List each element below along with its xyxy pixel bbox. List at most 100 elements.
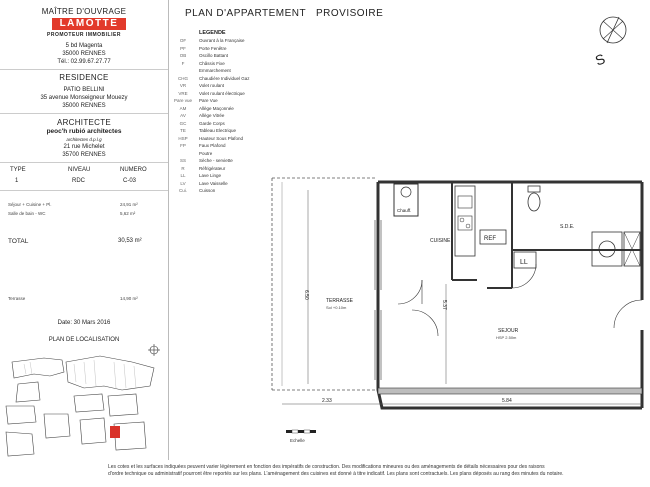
dimension-terrasse-width: 2.33 xyxy=(322,398,332,404)
legend-label: Chaudière Individuel Gaz xyxy=(199,75,250,81)
legend-item: OF Ouvrant à la Française xyxy=(172,38,292,46)
lamotte-logo: LAMOTTE xyxy=(52,18,126,30)
legend-item: OB Oscillo Battant xyxy=(172,53,292,61)
exterior-wall xyxy=(376,182,642,410)
residence-address-1: 35 avenue Monseigneur Mouezy xyxy=(40,95,128,101)
dimension-terrasse-depth: 6.50 xyxy=(303,290,309,300)
legend-code: OB xyxy=(179,53,187,58)
shower-tray xyxy=(623,231,641,267)
legend-code: R xyxy=(181,165,185,171)
floor-plan: Chauff. REF LL CUISINE S.D.E. TERRASSE S… xyxy=(271,177,644,443)
legend-label: Volet roulant électrique xyxy=(199,90,245,96)
scale-bar: Echelle xyxy=(286,429,316,443)
legend-label: Porte Fenêtre xyxy=(199,45,227,51)
legend-code: OF xyxy=(179,38,187,43)
chauffe-eau-cupboard xyxy=(393,183,419,217)
legend-code: AV xyxy=(180,113,186,118)
sink-icon xyxy=(457,195,473,209)
terrasse-label: Terrasse xyxy=(8,296,26,301)
legend-item: VR Volet roulant xyxy=(172,83,292,91)
total-value: 30,53 m² xyxy=(118,238,142,244)
legend-code: LL xyxy=(180,173,186,178)
sejour-hsp: HSP 2.50m xyxy=(496,335,517,340)
legend-label: Poutre xyxy=(199,150,213,156)
lave-linge-label: LL xyxy=(520,259,528,266)
legend-label: Garde Corps xyxy=(199,120,225,126)
legend-code: Cui. xyxy=(178,188,187,193)
disclaimer: Les cotes et les surfaces indiquées peuv… xyxy=(108,464,643,477)
architecte-name: peoc'h rubió architectes xyxy=(46,128,122,135)
legend-label: Volet roulant xyxy=(199,83,225,88)
plan-date: Date: 30 Mars 2016 xyxy=(57,320,111,326)
legend-label: Hauteur Sous Plafond xyxy=(199,135,244,141)
legend-label: Ouvrant à la Française xyxy=(199,38,245,43)
hob-icon xyxy=(457,215,473,231)
door-swing xyxy=(613,299,643,329)
niveau-value: RDC xyxy=(72,178,85,184)
legend-label: Châssis Fixe xyxy=(199,60,225,66)
washbasin-unit xyxy=(591,231,623,267)
type-header: TYPE xyxy=(10,167,26,173)
architecte-address-1: 21 rue Michelet xyxy=(63,144,105,150)
water-heater-icon xyxy=(400,186,412,198)
numero-header: NUMERO xyxy=(120,167,147,173)
divider xyxy=(0,162,168,163)
divider xyxy=(0,69,168,70)
legend-label: Allège Maçonnée xyxy=(199,105,234,111)
legend-code: LV xyxy=(180,180,186,186)
maitre-phone: Tél.: 02.99.67.27.77 xyxy=(57,59,111,65)
legend-label: Lave Vaisselle xyxy=(199,180,228,186)
legend-code: AM xyxy=(179,105,187,111)
legend-label: Lave Linge xyxy=(199,173,222,178)
kitchen-counter xyxy=(454,185,476,257)
legend-code: HSP xyxy=(178,135,188,141)
washing-machine xyxy=(513,251,537,269)
washbasin-icon xyxy=(598,240,616,258)
total-label: TOTAL xyxy=(8,238,29,245)
legend-code: SS xyxy=(179,158,186,163)
room-label-terrasse: TERRASSE xyxy=(326,298,354,304)
legend-item: AM Allège Maçonnée xyxy=(172,106,292,114)
scale-label: Echelle xyxy=(290,438,305,443)
legend-code: VRE xyxy=(178,90,188,96)
legend-label: Oscillo Battant xyxy=(199,53,229,58)
residence-heading: RESIDENCE xyxy=(59,73,109,82)
type-value: 1 xyxy=(15,178,19,184)
logo-subtitle: PROMOTEUR IMMOBILIER xyxy=(47,32,121,38)
legend-code: TE xyxy=(180,128,186,133)
dimension-sejour-depth: 5.37 xyxy=(441,300,447,310)
legend-label: Tableau Electrique xyxy=(199,128,237,133)
door-swing xyxy=(411,309,439,337)
wc-icon xyxy=(527,192,541,212)
legend-code: VR xyxy=(179,83,187,88)
plan-localisation-heading: PLAN DE LOCALISATION xyxy=(48,337,120,343)
legend-item: LL Lave Linge xyxy=(172,173,292,181)
legend-item: VRE Volet roulant électrique xyxy=(172,91,292,99)
compass-letter: S xyxy=(593,50,607,68)
residence-name: PATIO BELLINI xyxy=(63,87,105,93)
legend-label: Emmarchement xyxy=(199,68,231,73)
refrigerator-label: REF xyxy=(484,236,496,242)
maitre-ouvrage-heading: MAÎTRE D'OUVRAGE xyxy=(41,7,127,16)
surface-label: Salle de bain - WC xyxy=(8,211,46,216)
legend-label: Pare Vue xyxy=(199,98,218,103)
legend-label: Faux Plafond xyxy=(199,143,226,148)
door-swing xyxy=(511,263,537,289)
location-map xyxy=(5,344,160,457)
surface-value: 24,91 m² xyxy=(120,202,138,207)
maitre-address-2: 35000 RENNES xyxy=(62,51,106,57)
legend-item: LV Lave Vaisselle xyxy=(172,181,292,189)
title-block: MAÎTRE D'OUVRAGE LAMOTTE PROMOTEUR IMMOB… xyxy=(0,0,169,460)
legend-code: PF xyxy=(180,45,186,51)
legend-item: HSP Hauteur Sous Plafond xyxy=(172,136,292,144)
legend-label: Cuisson xyxy=(199,188,216,193)
refrigerator xyxy=(479,229,507,245)
apartment-location-marker xyxy=(110,426,120,438)
niveau-header: NIVEAU xyxy=(68,167,91,173)
